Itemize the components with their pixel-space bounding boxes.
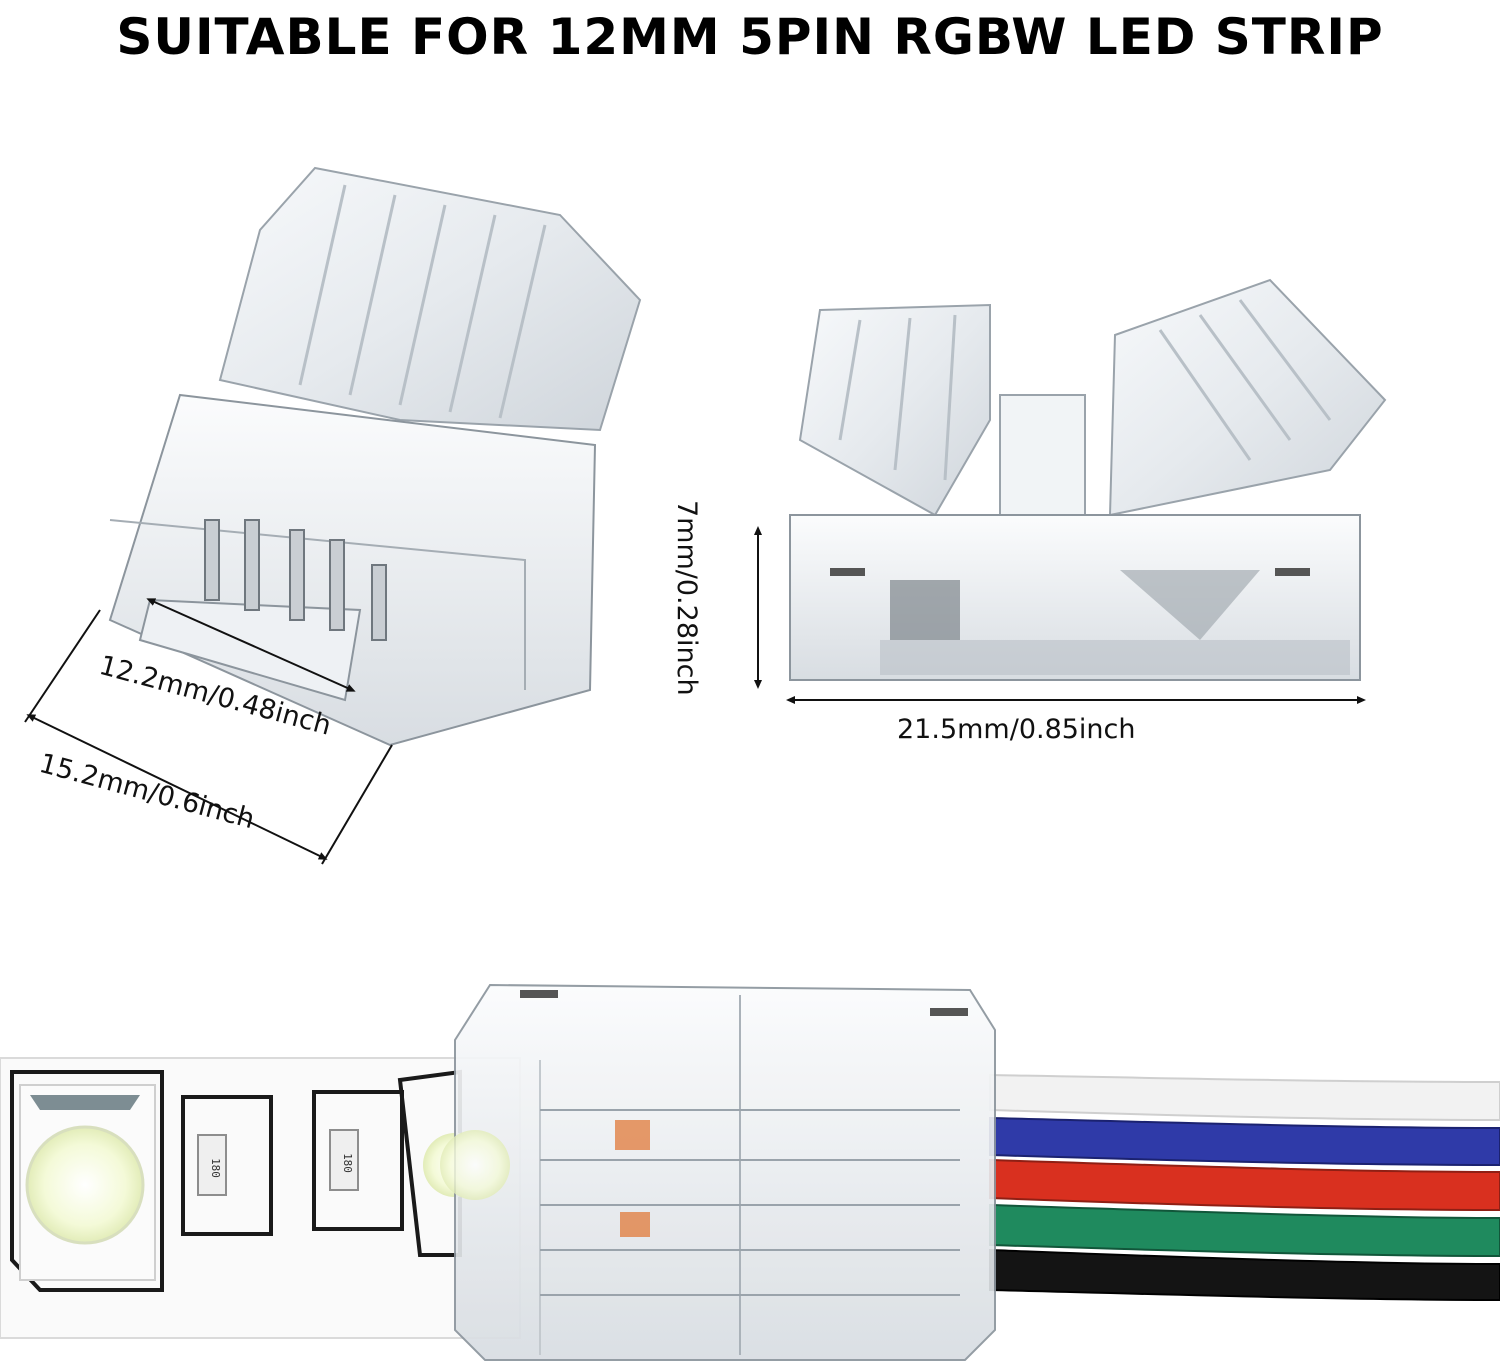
led-strip-assembly: 180 180: [0, 983, 1500, 1361]
height-label: 7mm/0.28inch: [671, 500, 702, 696]
resistor: 180: [181, 1095, 273, 1236]
wire-white: [989, 1073, 1500, 1122]
wire-blue: [989, 1116, 1500, 1167]
wire-black: [989, 1248, 1500, 1302]
connector-straight: [108, 166, 642, 747]
wire-green: [989, 1203, 1500, 1258]
resistor-label: 180: [209, 1158, 222, 1178]
page-title: SUITABLE FOR 12MM 5PIN RGBW LED STRIP: [116, 8, 1384, 66]
led-chip: [10, 1070, 164, 1292]
resistor-label: 180: [341, 1153, 354, 1173]
outer-width-arrow: [26, 714, 328, 860]
length-label: 21.5mm/0.85inch: [897, 714, 1136, 745]
resistor: 180: [312, 1090, 404, 1231]
wire-bundle: [989, 1073, 1500, 1302]
inner-width-arrow: [146, 598, 356, 692]
wire-red: [989, 1158, 1500, 1212]
connector-on-strip: [440, 983, 996, 1361]
connector-side-view: [789, 278, 1387, 681]
